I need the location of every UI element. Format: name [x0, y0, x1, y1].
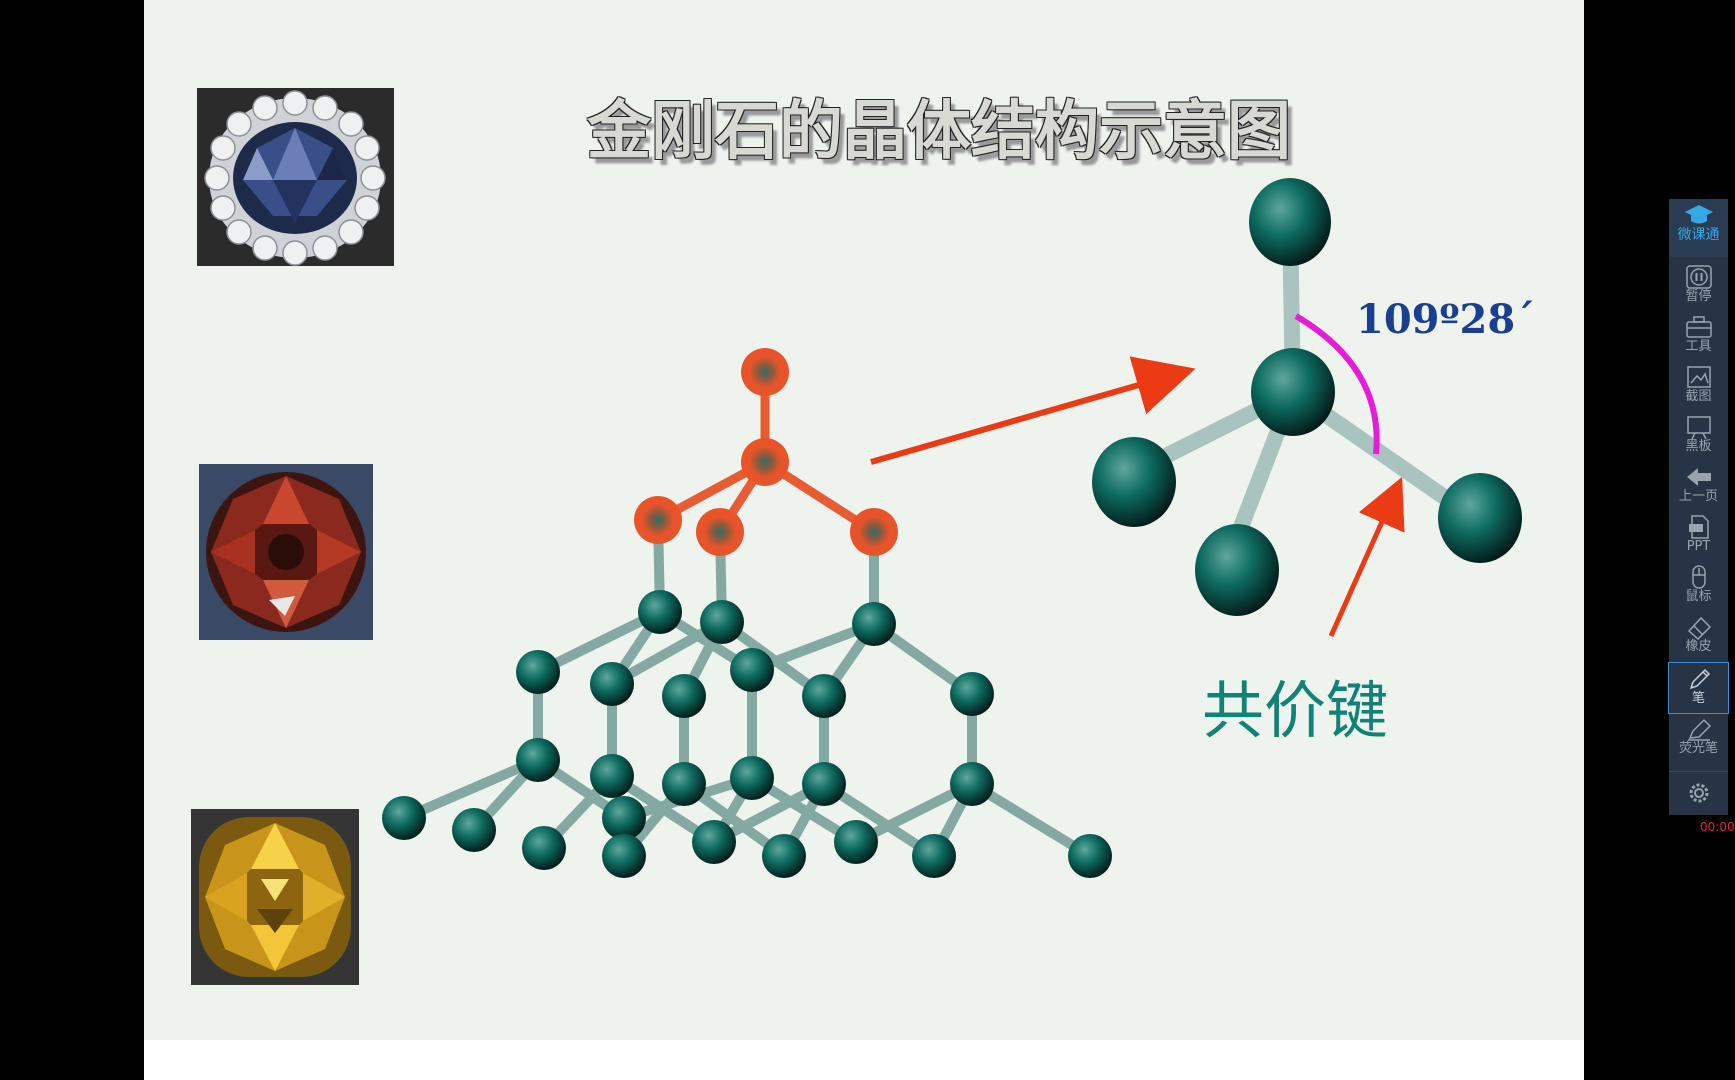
ppt-button[interactable]: PPT	[1669, 511, 1728, 561]
slide-title: 金刚石的晶体结构示意图	[587, 95, 1291, 169]
eraser-icon	[1687, 616, 1711, 641]
pen-label: 笔	[1691, 691, 1705, 706]
gear-icon	[1689, 783, 1708, 803]
arrow-left-icon	[1686, 468, 1711, 486]
ppt-label: PPT	[1686, 539, 1711, 554]
toolbox-icon	[1685, 316, 1712, 338]
covalent-bond-label: 共价键	[1202, 674, 1389, 747]
toolbar-logo-label: 微课通	[1677, 227, 1720, 243]
tools-button[interactable]: 工具	[1669, 311, 1728, 361]
pen-icon	[1689, 668, 1710, 690]
blackboard-icon	[1686, 416, 1711, 440]
settings-button[interactable]	[1669, 771, 1728, 812]
mouse-button[interactable]: 鼠标	[1669, 561, 1728, 611]
pause-icon	[1685, 265, 1712, 289]
highlighter-icon	[1687, 718, 1711, 741]
yellow-diamond-photo	[191, 809, 359, 985]
pen-button[interactable]: 笔	[1668, 662, 1729, 714]
graduation-cap-icon	[1684, 205, 1713, 224]
mouse-label: 鼠标	[1685, 589, 1712, 604]
screenshot-label: 截图	[1685, 389, 1712, 404]
pause-label: 暂停	[1685, 289, 1712, 304]
screenshot-button[interactable]: 截图	[1669, 361, 1728, 411]
prev-page-label: 上一页	[1678, 489, 1718, 504]
ppt-slide: 金刚石的晶体结构示意图	[144, 0, 1584, 1040]
prev-page-button[interactable]: 上一页	[1669, 461, 1728, 511]
screenshot-icon	[1686, 366, 1711, 388]
bottom-bar	[144, 1040, 1584, 1080]
toolbar-logo[interactable]: 微课通	[1669, 199, 1728, 257]
diamond-structure-diagram	[382, 178, 1522, 878]
red-gem-photo	[199, 464, 373, 640]
eraser-button[interactable]: 橡皮	[1669, 611, 1728, 661]
blue-diamond-photo	[197, 88, 394, 266]
highlighter-button[interactable]: 荧光笔	[1669, 713, 1728, 763]
bond-angle-label: 109º28´	[1356, 296, 1536, 343]
blackboard-button[interactable]: 黑板	[1669, 411, 1728, 461]
tools-label: 工具	[1685, 339, 1712, 354]
mouse-icon	[1691, 565, 1706, 589]
recording-timer: 00:00	[1700, 820, 1735, 834]
eraser-label: 橡皮	[1685, 639, 1712, 654]
recording-toolbar: 微课通 暂停 工具 截图 黑板	[1668, 199, 1729, 815]
highlighter-label: 荧光笔	[1678, 741, 1718, 756]
pause-button[interactable]: 暂停	[1669, 261, 1728, 311]
ppt-file-icon	[1688, 515, 1709, 539]
blackboard-label: 黑板	[1685, 439, 1712, 454]
